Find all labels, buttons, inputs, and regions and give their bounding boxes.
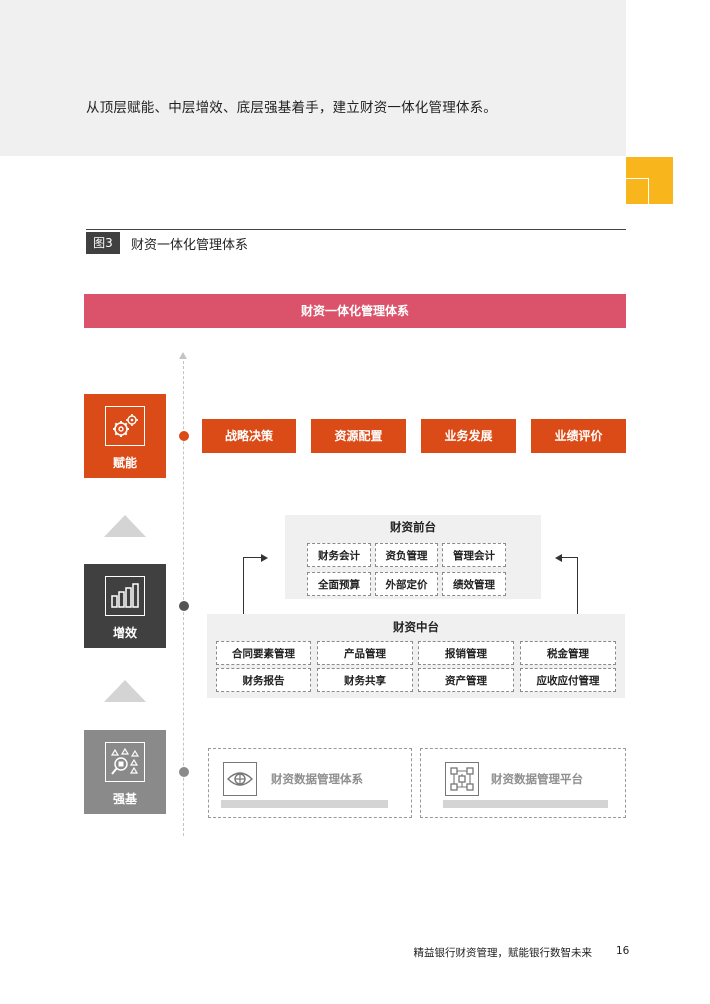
flowchart-icon bbox=[445, 762, 479, 796]
middle-office-title: 财资中台 bbox=[393, 620, 439, 634]
connector-right-vertical bbox=[577, 557, 578, 614]
tier-foundation: 强基 bbox=[84, 730, 166, 814]
middle-office-item: 财务共享 bbox=[317, 668, 413, 692]
vertical-axis bbox=[183, 356, 184, 836]
diagram-banner: 财资一体化管理体系 bbox=[84, 294, 626, 328]
front-office-item: 资负管理 bbox=[375, 543, 438, 567]
tier-efficiency: 增效 bbox=[84, 564, 166, 648]
gears-icon bbox=[105, 406, 145, 446]
network-icon-svg bbox=[110, 748, 140, 775]
up-triangle-icon bbox=[104, 680, 146, 702]
eye-icon-svg bbox=[227, 772, 253, 786]
up-triangle-icon bbox=[104, 515, 146, 537]
connector-right-horizontal bbox=[562, 557, 578, 558]
tier-label: 强基 bbox=[112, 792, 137, 806]
figure-rule bbox=[86, 229, 626, 230]
empower-item: 战略决策 bbox=[202, 419, 296, 453]
flowchart-icon-svg bbox=[450, 767, 474, 791]
middle-office-item: 合同要素管理 bbox=[216, 641, 311, 665]
bar-chart-icon-svg bbox=[111, 583, 139, 608]
foundation-bar bbox=[221, 800, 388, 808]
middle-office-panel: 财资中台 合同要素管理 产品管理 报销管理 税金管理 财务报告 财务共享 资产管… bbox=[207, 614, 625, 698]
middle-office-item: 资产管理 bbox=[418, 668, 514, 692]
axis-dot-empower bbox=[179, 431, 189, 441]
front-office-item: 管理会计 bbox=[442, 543, 506, 567]
front-office-title: 财资前台 bbox=[390, 520, 436, 534]
figure-title: 财资一体化管理体系 bbox=[131, 238, 249, 253]
middle-office-item: 报销管理 bbox=[418, 641, 514, 665]
tier-label: 增效 bbox=[112, 626, 137, 640]
accent-square-inner bbox=[626, 178, 649, 204]
connector-left-horizontal bbox=[243, 557, 261, 558]
front-office-panel: 财资前台 财务会计 资负管理 管理会计 全面预算 外部定价 绩效管理 bbox=[285, 515, 541, 599]
front-office-item: 外部定价 bbox=[375, 572, 438, 596]
tier-empower: 赋能 bbox=[84, 394, 166, 478]
empower-item: 业务发展 bbox=[421, 419, 516, 453]
arrow-right-icon bbox=[261, 554, 268, 562]
bar-chart-icon bbox=[105, 576, 145, 616]
axis-dot-efficiency bbox=[179, 601, 189, 611]
foundation-bar bbox=[443, 800, 608, 808]
footer-text: 精益银行财资管理，赋能银行数智未来 bbox=[413, 947, 593, 959]
empower-item: 资源配置 bbox=[311, 419, 406, 453]
intro-text: 从顶层赋能、中层增效、底层强基着手，建立财资一体化管理体系。 bbox=[86, 100, 497, 116]
figure-tag: 图3 bbox=[86, 232, 120, 254]
eye-icon bbox=[223, 762, 257, 796]
network-icon bbox=[105, 742, 145, 782]
front-office-item: 绩效管理 bbox=[442, 572, 506, 596]
axis-dot-foundation bbox=[179, 767, 189, 777]
foundation-data-system: 财资数据管理体系 bbox=[208, 748, 412, 818]
page-number: 16 bbox=[616, 945, 630, 957]
empower-item: 业绩评价 bbox=[531, 419, 626, 453]
foundation-data-platform: 财资数据管理平台 bbox=[420, 748, 626, 818]
front-office-item: 财务会计 bbox=[307, 543, 371, 567]
gears-icon-svg bbox=[113, 414, 138, 437]
foundation-label: 财资数据管理平台 bbox=[491, 772, 583, 786]
accent-square bbox=[626, 157, 673, 204]
middle-office-item: 产品管理 bbox=[317, 641, 413, 665]
foundation-label: 财资数据管理体系 bbox=[271, 772, 363, 786]
connector-left-vertical bbox=[243, 557, 244, 614]
tier-label: 赋能 bbox=[112, 456, 137, 470]
middle-office-item: 财务报告 bbox=[216, 668, 311, 692]
middle-office-item: 税金管理 bbox=[520, 641, 616, 665]
middle-office-item: 应收应付管理 bbox=[520, 668, 616, 692]
intro-band bbox=[0, 0, 626, 156]
front-office-item: 全面预算 bbox=[307, 572, 371, 596]
arrow-left-icon bbox=[555, 554, 562, 562]
axis-arrow-icon bbox=[179, 352, 187, 359]
